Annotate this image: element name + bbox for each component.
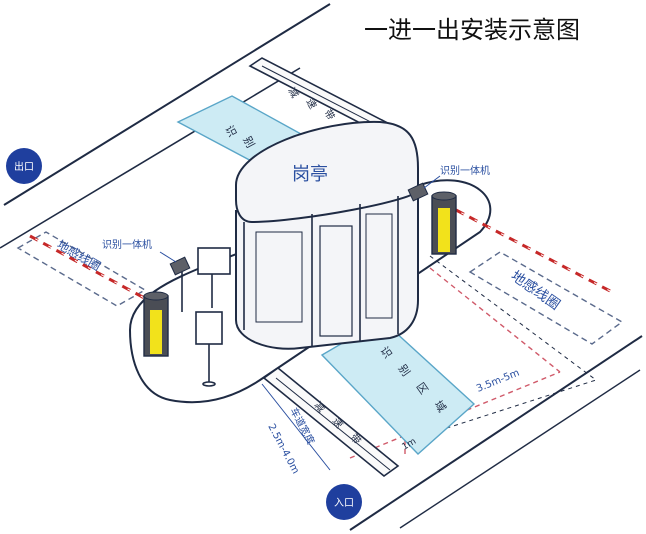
- recognizer-left-label: 识别一体机: [102, 238, 152, 251]
- guide-dashes: [349, 267, 561, 459]
- lane-width-range: 2.5m-4.0m: [265, 422, 300, 476]
- speed-bump-bottom: 减 速 带: [262, 366, 400, 478]
- loop-right-label: 地感线圈: [508, 267, 564, 313]
- page-title: 一进一出安装示意图: [364, 16, 580, 44]
- loop-left-label: 地感线圈: [55, 237, 104, 274]
- distance-label: 3.5m-5m: [475, 368, 521, 395]
- recognition-top-char-2: 别: [240, 134, 257, 150]
- booth-label: 岗亭: [292, 164, 328, 185]
- recognition-top-char-1: 识: [222, 123, 239, 139]
- recognizer-right-label: 识别一体机: [440, 164, 490, 177]
- barrier-gate-icon: [431, 191, 613, 294]
- exit-badge: 出口: [6, 148, 42, 184]
- guide-dashes-dark: [415, 255, 597, 439]
- camera-icon: 识别一体机: [407, 164, 490, 262]
- road-edges: [0, 3, 643, 531]
- entrance-badge: 入口: [326, 484, 362, 520]
- guard-booth: 岗亭: [235, 120, 419, 350]
- exit-label: 出口: [14, 160, 34, 173]
- sign-post-icon: [195, 247, 231, 387]
- camera-icon: 识别一体机: [102, 238, 191, 312]
- barrier-gate-icon: [29, 234, 169, 357]
- loop-zone-right: 地感线圈: [468, 251, 624, 345]
- entrance-label: 入口: [334, 498, 354, 509]
